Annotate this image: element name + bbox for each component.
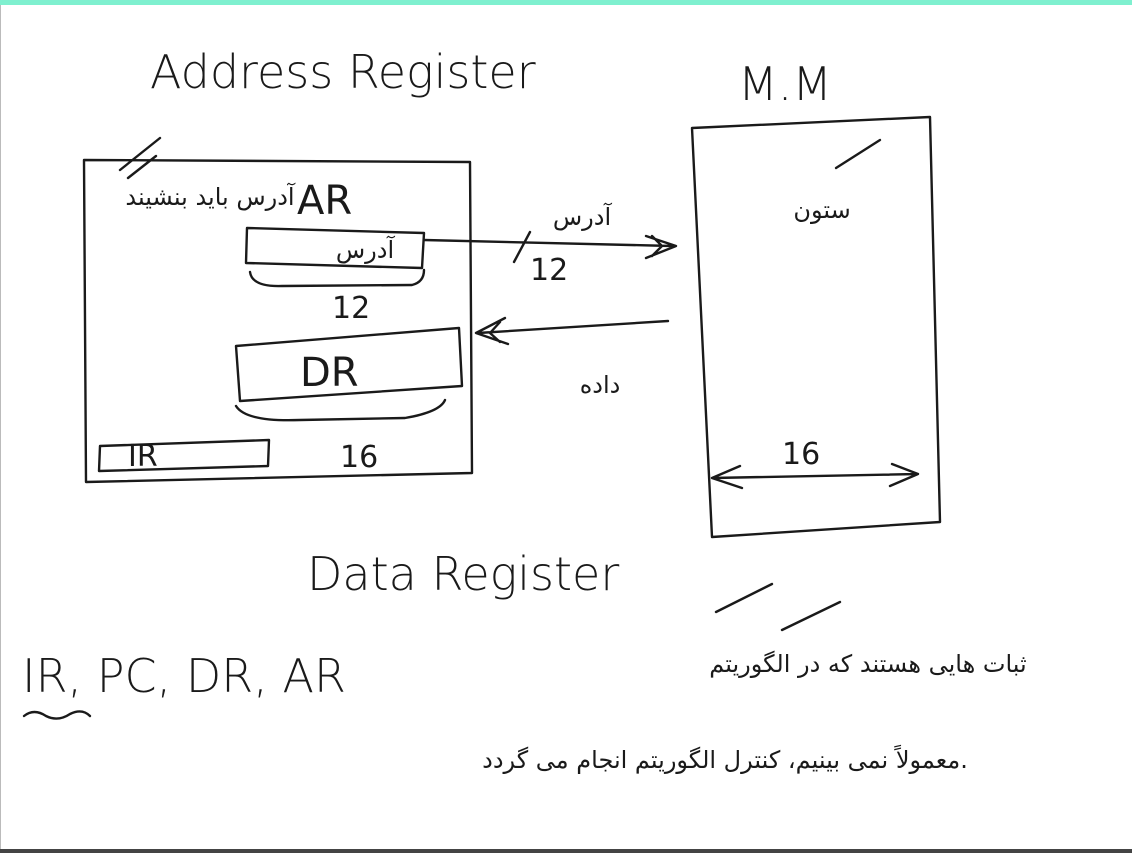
left-border bbox=[0, 5, 1, 853]
cpu-register-box bbox=[82, 158, 474, 484]
ar-label: AR bbox=[297, 178, 352, 224]
dr-label: DR bbox=[300, 350, 359, 396]
register-list-underline bbox=[22, 710, 92, 720]
address-bus-slash bbox=[512, 230, 532, 264]
ir-label: IR bbox=[128, 439, 158, 474]
ar-note: آدرس باید بنشیند bbox=[125, 182, 296, 211]
ar-box-content: آدرس bbox=[336, 235, 396, 264]
data-register-title: Data Register bbox=[307, 547, 619, 601]
ar-brace bbox=[248, 268, 426, 288]
main-memory-title: M.M bbox=[738, 57, 832, 111]
address-register-title: Address Register bbox=[150, 45, 536, 99]
ir-register-box bbox=[97, 438, 271, 473]
address-arrow bbox=[422, 234, 678, 260]
address-arrow-width: 12 bbox=[530, 253, 568, 288]
memory-width-arrow bbox=[710, 462, 920, 490]
memory-note-stroke bbox=[834, 138, 882, 170]
note-line-1: ثبات هایی هستند که در الگوریتم bbox=[709, 650, 1026, 678]
ar-width-label: 12 bbox=[332, 291, 370, 326]
note-line-2: معمولاً نمی بینیم، کنترل الگوریتم انجام … bbox=[482, 744, 968, 774]
dr-width-label: 16 bbox=[340, 440, 378, 475]
dr-brace bbox=[234, 398, 447, 422]
note-pointer-strokes bbox=[118, 136, 162, 180]
register-list: IR, PC, DR, AR bbox=[22, 649, 346, 703]
memory-width-label: 16 bbox=[782, 437, 820, 472]
data-arrow-label: داده bbox=[580, 371, 621, 399]
dr-register-box bbox=[234, 326, 464, 403]
ar-register-box bbox=[244, 226, 426, 270]
memory-column-label: ستون bbox=[793, 196, 850, 224]
data-arrow bbox=[474, 316, 670, 346]
top-accent-bar bbox=[0, 0, 1132, 5]
note-flourish bbox=[714, 582, 842, 632]
main-memory-box bbox=[690, 115, 942, 539]
address-arrow-label: آدرس bbox=[553, 202, 613, 231]
bottom-border bbox=[0, 849, 1132, 853]
